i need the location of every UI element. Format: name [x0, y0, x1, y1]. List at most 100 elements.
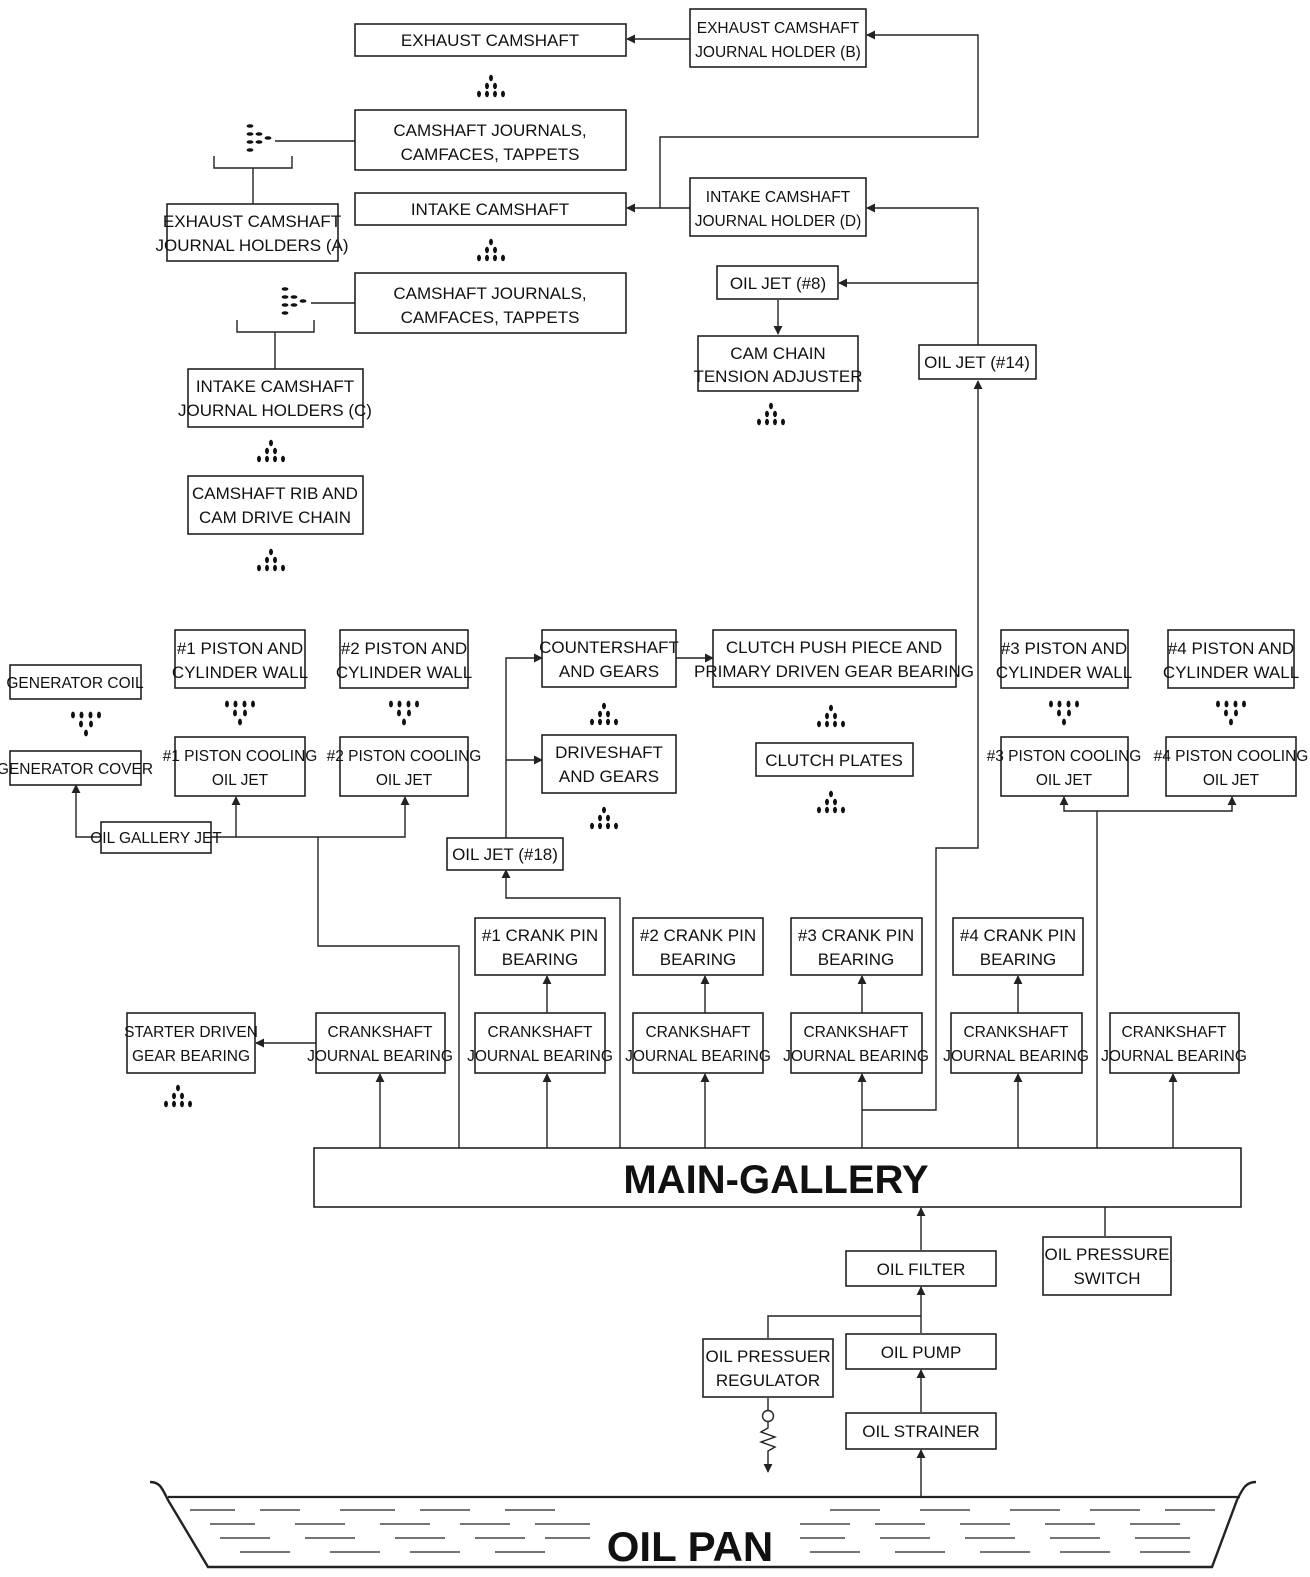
driveshaft-box: DRIVESHAFT AND GEARS [541, 734, 677, 794]
piston1-line1: #1 PISTON AND [177, 639, 303, 658]
oil-jet-14-box: OIL JET (#14) [918, 344, 1037, 380]
crank-journal-2-box: CRANKSHAFT JOURNAL BEARING [467, 1012, 613, 1074]
exhaust-camshaft-box: EXHAUST CAMSHAFT [354, 23, 627, 57]
cam-journals-lower-line1: CAMSHAFT JOURNALS, [393, 284, 586, 303]
oil-pressure-switch-line1: OIL PRESSURE [1044, 1245, 1169, 1264]
oil-jet-18-label: OIL JET (#18) [452, 845, 558, 864]
cam-journals-upper-line2: CAMFACES, TAPPETS [401, 145, 580, 164]
oil-jet-8-box: OIL JET (#8) [716, 265, 839, 300]
crank-journal2-line2: JOURNAL BEARING [467, 1048, 613, 1065]
piston4-cooling-jet-box: #4 PISTON COOLING OIL JET [1154, 736, 1309, 797]
intake-camshaft-label: INTAKE CAMSHAFT [411, 200, 569, 219]
oil-jet-8-label: OIL JET (#8) [730, 274, 826, 293]
crank-pin-1-box: #1 CRANK PIN BEARING [474, 917, 606, 976]
exhaust-holders-a-line2: JOURNAL HOLDERS (A) [155, 236, 348, 255]
oil-regulator-line1: OIL PRESSUER [705, 1347, 830, 1366]
intake-holder-d-line1: INTAKE CAMSHAFT [706, 189, 851, 206]
oil-spray-icon [71, 711, 101, 737]
oil-drip-icon [590, 702, 618, 726]
oil-pump-box: OIL PUMP [845, 1333, 997, 1370]
oil-filter-box: OIL FILTER [845, 1250, 997, 1287]
oil-gallery-jet-box: OIL GALLERY JET [90, 821, 222, 854]
crank-pin4-line1: #4 CRANK PIN [960, 926, 1076, 945]
exhaust-holder-b-line2: JOURNAL HOLDER (B) [695, 44, 861, 61]
crank-journal-4-box: CRANKSHAFT JOURNAL BEARING [783, 1012, 929, 1074]
exhaust-holders-a-line1: EXHAUST CAMSHAFT [163, 212, 341, 231]
clutch-plates-label: CLUTCH PLATES [765, 751, 903, 770]
oil-spray-icon [246, 124, 272, 152]
exhaust-journal-holders-a-box: EXHAUST CAMSHAFT JOURNAL HOLDERS (A) [155, 203, 349, 262]
piston2-cooling-jet-box: #2 PISTON COOLING OIL JET [327, 736, 482, 797]
main-gallery-label: MAIN-GALLERY [623, 1158, 928, 1202]
piston4-line1: #4 PISTON AND [1168, 639, 1294, 658]
crank-pin2-line2: BEARING [660, 950, 737, 969]
cooling1-line1: #1 PISTON COOLING [163, 748, 318, 765]
cam-chain-line1: CAM CHAIN [730, 344, 825, 363]
cooling2-line2: OIL JET [376, 772, 433, 789]
cam-journals-upper-line1: CAMSHAFT JOURNALS, [393, 121, 586, 140]
intake-holders-c-line2: JOURNAL HOLDERS (C) [178, 401, 372, 420]
oil-gallery-jet-label: OIL GALLERY JET [90, 830, 222, 847]
intake-holders-c-line1: INTAKE CAMSHAFT [196, 377, 354, 396]
intake-camshaft-box: INTAKE CAMSHAFT [354, 192, 627, 226]
oil-drip-icon [817, 704, 845, 728]
oil-drip-icon [477, 238, 505, 262]
crank-pin1-line1: #1 CRANK PIN [482, 926, 598, 945]
oil-pressure-switch-line2: SWITCH [1073, 1269, 1140, 1288]
clutch-plates-box: CLUTCH PLATES [755, 742, 914, 777]
cam-chain-line2: TENSION ADJUSTER [693, 367, 862, 386]
crank-journal5-line2: JOURNAL BEARING [943, 1048, 1089, 1065]
oil-spray-icon [389, 700, 419, 726]
flow-lines [71, 30, 1237, 1497]
oil-drip-icon [164, 1084, 192, 1108]
camshaft-journals-upper-box: CAMSHAFT JOURNALS, CAMFACES, TAPPETS [354, 109, 627, 171]
camshaft-rib-box: CAMSHAFT RIB AND CAM DRIVE CHAIN [187, 475, 364, 535]
driveshaft-line2: AND GEARS [559, 767, 659, 786]
crank-pin4-line2: BEARING [980, 950, 1057, 969]
oil-spray-icon [225, 700, 255, 726]
generator-cover-box: GENERATOR COVER [0, 750, 153, 786]
oil-spray-icon [1049, 700, 1079, 726]
crank-pin-3-box: #3 CRANK PIN BEARING [790, 917, 923, 976]
crank-pin2-line1: #2 CRANK PIN [640, 926, 756, 945]
piston3-cooling-jet-box: #3 PISTON COOLING OIL JET [987, 736, 1141, 797]
driveshaft-line1: DRIVESHAFT [555, 743, 663, 762]
cam-rib-line1: CAMSHAFT RIB AND [192, 484, 358, 503]
clutch-push-line2: PRIMARY DRIVEN GEAR BEARING [694, 662, 974, 681]
crank-journal3-line1: CRANKSHAFT [645, 1024, 751, 1041]
oil-drip-icon [477, 74, 505, 98]
crank-journal4-line1: CRANKSHAFT [803, 1024, 909, 1041]
countershaft-line2: AND GEARS [559, 662, 659, 681]
cam-journals-lower-line2: CAMFACES, TAPPETS [401, 308, 580, 327]
oil-strainer-box: OIL STRAINER [845, 1412, 997, 1450]
oil-drip-icon [257, 548, 285, 572]
oil-drip-icon [817, 790, 845, 814]
countershaft-box: COUNTERSHAFT AND GEARS [539, 629, 679, 688]
cam-chain-tension-adjuster-box: CAM CHAIN TENSION ADJUSTER [693, 335, 863, 392]
oil-drip-icon [757, 402, 785, 426]
oil-spray-icon [1216, 700, 1246, 726]
piston2-line2: CYLINDER WALL [336, 663, 472, 682]
oil-pan: OIL PAN [149, 1480, 1257, 1570]
oil-regulator-line2: REGULATOR [716, 1371, 820, 1390]
oil-pressure-regulator-box: OIL PRESSUER REGULATOR [702, 1338, 834, 1398]
crank-journal-1-box: CRANKSHAFT JOURNAL BEARING [307, 1012, 453, 1074]
oil-drip-icon [590, 806, 618, 830]
crank-journal6-line1: CRANKSHAFT [1121, 1024, 1227, 1041]
cooling4-line1: #4 PISTON COOLING [1154, 748, 1309, 765]
piston1-line2: CYLINDER WALL [172, 663, 308, 682]
exhaust-journal-holder-b-box: EXHAUST CAMSHAFT JOURNAL HOLDER (B) [689, 8, 867, 68]
cooling2-line1: #2 PISTON COOLING [327, 748, 482, 765]
camshaft-journals-lower-box: CAMSHAFT JOURNALS, CAMFACES, TAPPETS [354, 272, 627, 334]
crank-pin1-line2: BEARING [502, 950, 579, 969]
intake-journal-holder-d-box: INTAKE CAMSHAFT JOURNAL HOLDER (D) [689, 177, 867, 237]
generator-cover-label: GENERATOR COVER [0, 761, 153, 778]
crank-journal-3-box: CRANKSHAFT JOURNAL BEARING [625, 1012, 771, 1074]
crank-pin-4-box: #4 CRANK PIN BEARING [952, 917, 1084, 976]
oil-pan-label: OIL PAN [607, 1523, 773, 1570]
piston1-cooling-jet-box: #1 PISTON COOLING OIL JET [163, 736, 318, 797]
oil-spray-icon [281, 287, 307, 315]
exhaust-camshaft-label: EXHAUST CAMSHAFT [401, 31, 579, 50]
piston2-cylinder-box: #2 PISTON AND CYLINDER WALL [336, 629, 472, 689]
